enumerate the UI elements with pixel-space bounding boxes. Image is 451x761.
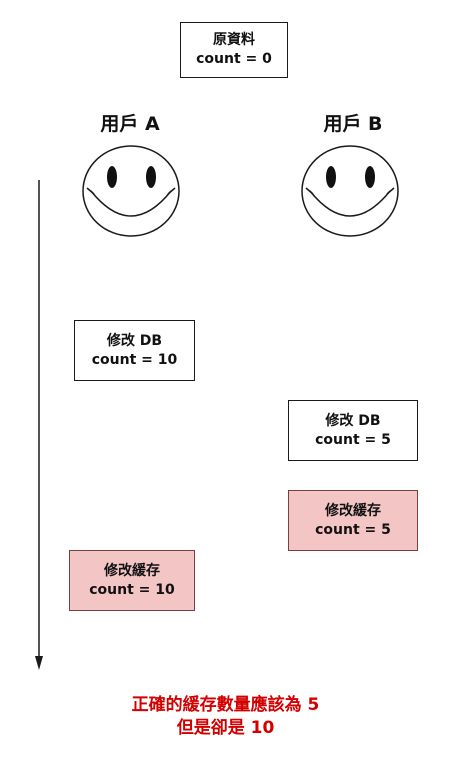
original-data-box: 原資料 count = 0 bbox=[180, 22, 288, 78]
user-b-update-cache-value: count = 5 bbox=[315, 521, 391, 538]
user-a-update-cache-box: 修改緩存 count = 10 bbox=[69, 550, 195, 611]
user-a-label: 用戶 A bbox=[100, 113, 160, 135]
user-b-update-db-box: 修改 DB count = 5 bbox=[288, 400, 418, 461]
user-b-label: 用戶 B bbox=[323, 113, 383, 135]
smiley-face-icon bbox=[82, 145, 180, 237]
original-data-title: 原資料 bbox=[213, 32, 255, 48]
smiley-face-icon bbox=[301, 145, 399, 237]
user-b-update-cache-title: 修改緩存 bbox=[325, 502, 381, 519]
conclusion-line-2: 但是卻是 10 bbox=[176, 718, 275, 738]
user-a-update-cache-title: 修改緩存 bbox=[104, 562, 160, 579]
user-a-update-db-title: 修改 DB bbox=[106, 332, 163, 349]
original-data-value: count = 0 bbox=[196, 51, 272, 67]
timeline-arrow-icon bbox=[35, 180, 43, 670]
user-a-update-db-value: count = 10 bbox=[91, 351, 178, 368]
conclusion-line-1: 正確的緩存數量應該為 5 bbox=[131, 695, 320, 715]
user-b-update-cache-box: 修改緩存 count = 5 bbox=[288, 490, 418, 551]
user-a-update-cache-value: count = 10 bbox=[89, 581, 175, 598]
user-a-update-db-box: 修改 DB count = 10 bbox=[74, 320, 195, 381]
user-b-update-db-title: 修改 DB bbox=[325, 412, 381, 429]
user-b-update-db-value: count = 5 bbox=[315, 431, 391, 448]
